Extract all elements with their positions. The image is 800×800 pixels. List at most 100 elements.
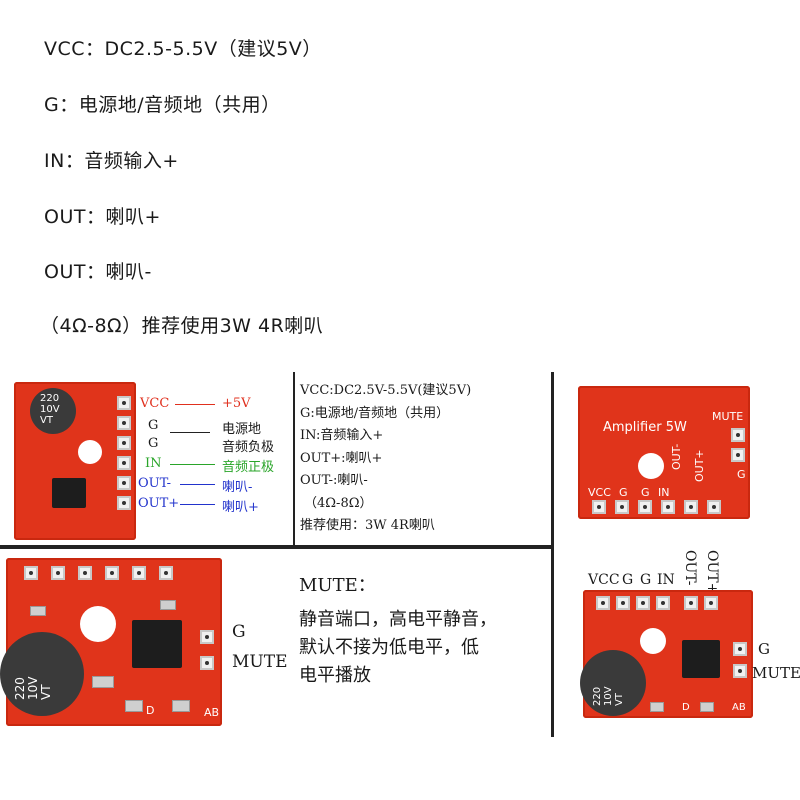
spec2-out-plus: OUT+:喇叭+ — [300, 450, 383, 466]
pad-top-2 — [51, 566, 65, 580]
mute-line-3: 电平播放 — [299, 665, 371, 686]
pad-small-1 — [596, 596, 610, 610]
spec-in: IN：音频输入+ — [44, 150, 179, 172]
mute-line-2: 默认不接为低电平，低 — [299, 637, 479, 658]
mounting-hole-small — [640, 628, 666, 654]
panel-mute-desc: MUTE： 静音端口，高电平静音， 默认不接为低电平，低 电平播放 — [299, 572, 497, 690]
pad-small-4 — [656, 596, 670, 610]
pad-small-6 — [704, 596, 718, 610]
smd-component — [30, 606, 46, 616]
mute-title: MUTE： — [299, 575, 376, 596]
pcb-board-back — [578, 386, 750, 519]
spec2-out-minus: OUT-:喇叭- — [300, 473, 368, 488]
top-pin-g1: G — [622, 572, 634, 588]
spec-vcc: VCC：DC2.5-5.5V（建议5V） — [44, 38, 322, 60]
smd-component — [700, 702, 714, 712]
pad-top-3 — [78, 566, 92, 580]
smd-component — [172, 700, 190, 712]
pad-mute-g — [731, 448, 745, 462]
spec2-recommend: 推荐使用：3W 4R喇叭 — [300, 518, 435, 533]
smd-component — [160, 600, 176, 610]
side-label-mute-small: MUTE — [752, 664, 800, 682]
desc-audio-positive: 音频正极 — [222, 460, 275, 475]
capacitor-small-label: 220 10V VT — [592, 686, 625, 706]
side-label-g-small: G — [758, 640, 770, 658]
spec2-vcc: VCC:DC2.5V-5.5V(建议5V) — [300, 383, 472, 398]
capacitor-large-label: 220 10V VT — [13, 677, 53, 700]
pad-mute — [731, 428, 745, 442]
desc-speaker-plus: 喇叭+ — [222, 500, 259, 515]
spec2-g: G:电源地/音频地（共用） — [300, 405, 450, 421]
top-pin-out-plus: OUT+ — [704, 550, 720, 595]
cap-text-1: 220 — [40, 393, 60, 404]
board-pin-out-minus: OUT- — [670, 443, 683, 470]
side-label-g: G — [232, 622, 246, 642]
pad-small-side-1 — [733, 642, 747, 656]
pad-top-1 — [24, 566, 38, 580]
amplifier-chip-icon — [52, 478, 86, 508]
divider-horizontal — [0, 545, 552, 549]
board-mute-label: MUTE — [712, 410, 744, 423]
spec-out-plus: OUT：喇叭+ — [44, 206, 161, 228]
mounting-hole-large — [80, 606, 116, 642]
pin-label-g1: G — [148, 418, 159, 433]
board-pin-in: IN — [658, 486, 670, 499]
pad-out-plus — [117, 496, 131, 510]
smd-component — [650, 702, 664, 712]
line-out-plus — [180, 504, 215, 505]
amplifier-chip-large-icon — [132, 620, 182, 668]
cap-small-text-3: VT — [614, 693, 625, 706]
spec-g: G：电源地/音频地（共用） — [44, 94, 281, 116]
board-g-label: G — [737, 468, 746, 481]
spec2-in: IN:音频输入+ — [300, 428, 384, 443]
mounting-hole-back — [638, 453, 664, 479]
line-vcc — [175, 404, 215, 405]
board-pin-out-plus: OUT+ — [693, 449, 706, 482]
pad-back-2 — [615, 500, 629, 514]
pad-g2 — [117, 436, 131, 450]
pad-top-5 — [132, 566, 146, 580]
divider-vertical-right — [551, 372, 554, 737]
smd-component — [92, 676, 114, 688]
pad-out-minus — [117, 476, 131, 490]
pad-side-1 — [200, 630, 214, 644]
pad-back-5 — [684, 500, 698, 514]
pad-in — [117, 456, 131, 470]
cap-small-text-1: 220 — [592, 686, 603, 706]
desc-speaker-minus: 喇叭- — [222, 480, 253, 495]
pin-label-vcc: VCC — [140, 396, 170, 411]
panel-spec-text: VCC:DC2.5V-5.5V(建议5V) G:电源地/音频地（共用） IN:音… — [300, 380, 471, 538]
pad-small-2 — [616, 596, 630, 610]
pin-label-out-minus: OUT- — [138, 476, 172, 491]
silk-d: D — [146, 704, 155, 717]
spec-out-minus: OUT：喇叭- — [44, 261, 152, 283]
cap-small-text-2: 10V — [603, 686, 614, 706]
spec2-impedance: （4Ω-8Ω） — [304, 495, 373, 511]
pad-back-3 — [638, 500, 652, 514]
cap-large-text-3: VT — [39, 684, 53, 700]
pad-top-4 — [105, 566, 119, 580]
capacitor-small-icon — [580, 650, 646, 716]
line-in — [170, 464, 215, 465]
divider-vertical-left — [293, 372, 295, 548]
desc-audio-negative: 音频负极 — [222, 440, 275, 455]
pad-side-2 — [200, 656, 214, 670]
silk-ab: AB — [204, 706, 220, 719]
mounting-hole — [78, 440, 102, 464]
cap-text-3: VT — [40, 415, 53, 426]
capacitor-label: 220 10V VT — [40, 393, 60, 426]
silk-ab-small: AB — [732, 702, 746, 713]
amplifier-chip-small-icon — [682, 640, 720, 678]
pin-label-in: IN — [145, 456, 162, 471]
pad-top-6 — [159, 566, 173, 580]
pad-small-3 — [636, 596, 650, 610]
line-g — [170, 432, 210, 433]
board-title: Amplifier 5W — [603, 420, 687, 435]
desc-ground: 电源地 — [222, 422, 262, 437]
pin-label-out-plus: OUT+ — [138, 496, 180, 511]
top-pin-vcc: VCC — [588, 572, 620, 588]
pad-small-5 — [684, 596, 698, 610]
pad-back-6 — [707, 500, 721, 514]
smd-component — [125, 700, 143, 712]
spec-speaker: （4Ω-8Ω）推荐使用3W 4R喇叭 — [40, 315, 324, 337]
